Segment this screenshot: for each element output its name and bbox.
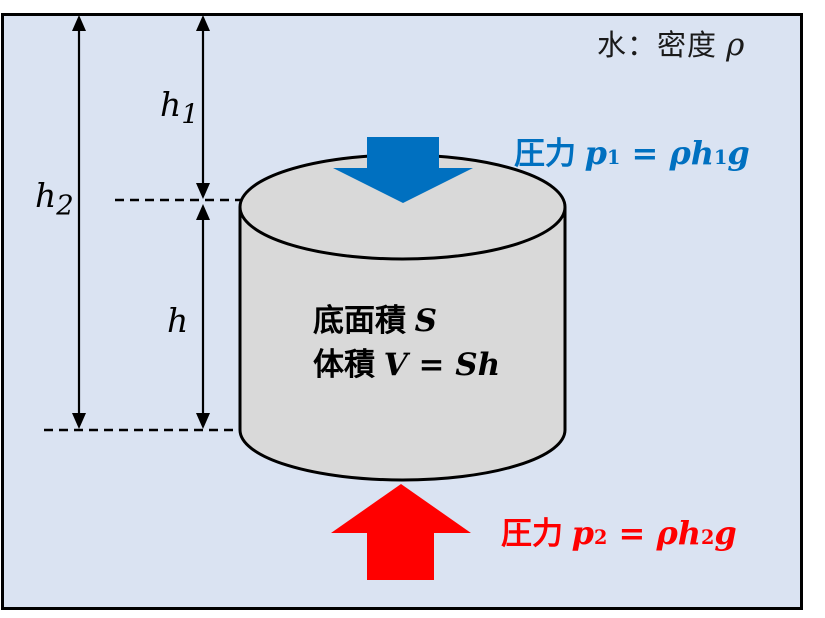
cylinder-volume-line: 体積 V = Sh xyxy=(313,347,501,384)
volume-rhs: Sh xyxy=(455,347,501,384)
h1-label: h1 xyxy=(160,85,199,131)
volume-equals: = xyxy=(407,347,456,384)
water-density-text: 水：密度 xyxy=(597,30,718,62)
pressure-top-label: 圧力 p1 = ρh1g xyxy=(514,128,750,173)
cylinder-area-line: 底面積 S xyxy=(313,303,438,339)
volume-symbol: V xyxy=(383,347,408,384)
cylinder-annotation: 底面積 S 体積 V = Sh xyxy=(313,299,500,387)
pressure-top-formula: p1 = ρh1g xyxy=(584,134,750,172)
rho-symbol: ρ xyxy=(726,27,746,63)
water-density-label: 水：密度 ρ xyxy=(597,22,745,64)
area-symbol: S xyxy=(414,303,438,339)
pressure-bottom-label: 圧力 p2 = ρh2g xyxy=(501,508,737,553)
h-label: h xyxy=(167,301,189,340)
h2-label: h2 xyxy=(35,176,74,222)
pressure-bottom-formula: p2 = ρh2g xyxy=(571,514,737,552)
pressure-top-word: 圧力 xyxy=(514,136,576,171)
pressure-bottom-word: 圧力 xyxy=(501,516,563,551)
